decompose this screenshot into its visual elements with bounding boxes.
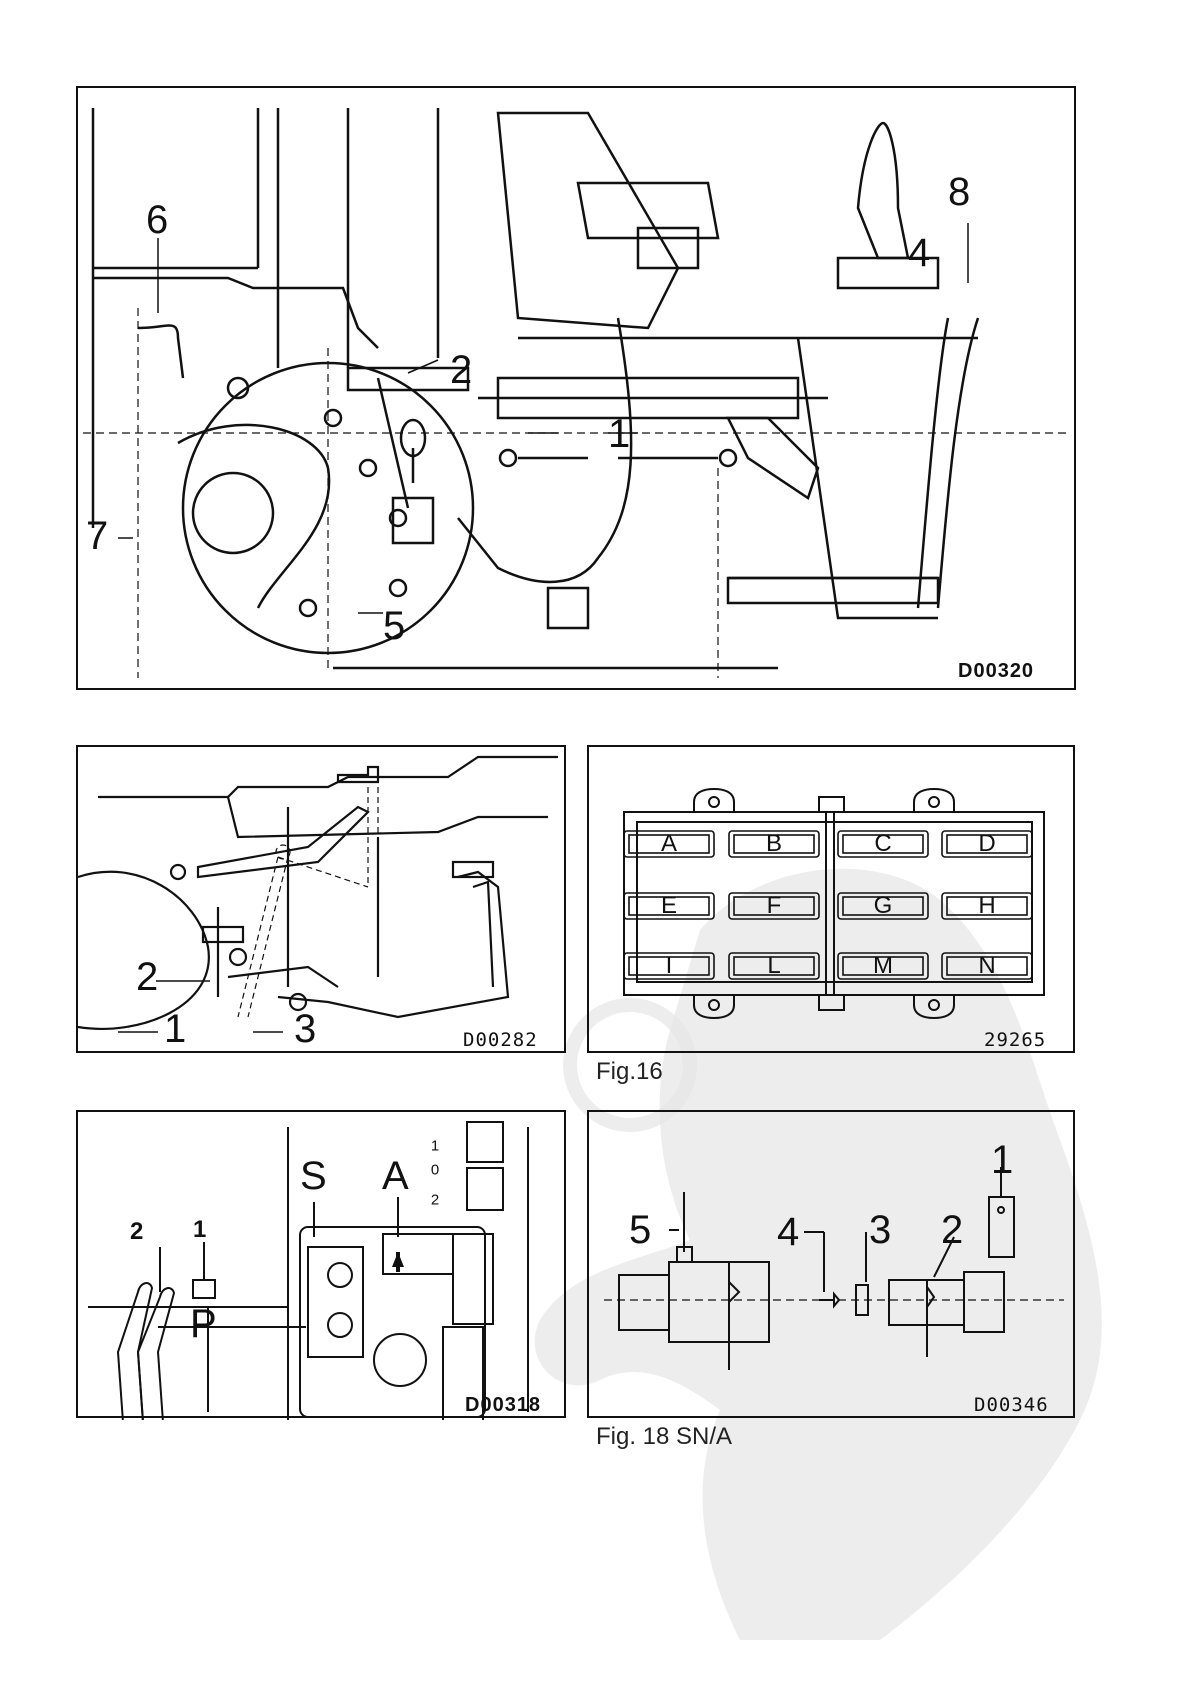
figure-code: D00282 (463, 1029, 538, 1051)
callout-2: 2 (130, 1220, 143, 1244)
callout-2: 2 (136, 957, 158, 997)
callout-A: A (382, 1156, 409, 1196)
callout-3: 3 (869, 1210, 891, 1250)
figure-fuse-box: A B C D E F G H I L M N 29265 (587, 745, 1075, 1053)
fuse-label: G (874, 894, 893, 918)
fuse-label: E (661, 894, 677, 918)
figure-hydraulic-control: 2 1 S A P 1 0 2 D00318 (76, 1110, 566, 1418)
indicator-label-0: 0 (431, 1163, 439, 1178)
figure-code: D00320 (958, 660, 1034, 683)
fuse-label: N (978, 954, 995, 978)
callout-1: 1 (164, 1009, 186, 1049)
figure-code: D00318 (465, 1394, 541, 1417)
fuse-label: L (767, 954, 780, 978)
callout-P: P (190, 1304, 217, 1344)
tractor-drawing (78, 88, 1078, 692)
callout-7: 7 (86, 516, 108, 556)
callout-1: 1 (991, 1140, 1013, 1180)
fuse-label: F (767, 894, 782, 918)
fuse-label: I (666, 954, 673, 978)
callout-3: 3 (294, 1009, 316, 1049)
callout-4: 4 (777, 1212, 799, 1252)
callout-8: 8 (948, 172, 970, 212)
indicator-label-2: 2 (431, 1193, 439, 1208)
callout-5: 5 (629, 1210, 651, 1250)
fuse-label: M (873, 954, 893, 978)
fuse-label: A (661, 832, 677, 856)
figure-pto-shaft: 5 4 3 2 1 D00346 (587, 1110, 1075, 1418)
fuse-label: C (874, 832, 891, 856)
figure-caption: Fig.16 (596, 1058, 663, 1086)
callout-4: 4 (908, 233, 930, 273)
callout-1: 1 (608, 414, 630, 454)
figure-code: 29265 (984, 1029, 1046, 1051)
callout-S: S (300, 1156, 327, 1196)
indicator-label-1: 1 (431, 1139, 439, 1154)
figure-tractor-side: 6 2 1 4 8 7 5 D00320 (76, 86, 1076, 690)
figure-pedal-linkage: 2 1 3 D00282 (76, 745, 566, 1053)
callout-2: 2 (450, 350, 472, 390)
callout-1: 1 (193, 1218, 206, 1242)
callout-2: 2 (941, 1210, 963, 1250)
fuse-label: H (978, 894, 995, 918)
callout-6: 5 (383, 606, 405, 646)
pedal-linkage-drawing (78, 747, 568, 1055)
fuse-label: D (978, 832, 995, 856)
figure-caption: Fig. 18 SN/A (596, 1423, 732, 1451)
fuse-label: B (766, 832, 782, 856)
callout-5: 6 (146, 200, 168, 240)
figure-code: D00346 (974, 1394, 1049, 1416)
